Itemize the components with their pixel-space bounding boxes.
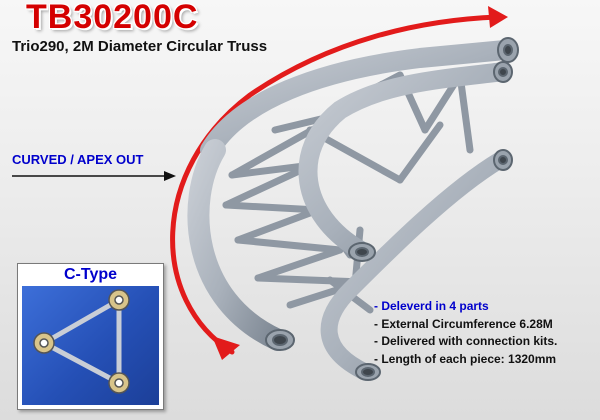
circular-truss-segment xyxy=(187,37,519,381)
spec-item: - Delivered with connection kits. xyxy=(374,334,558,348)
curved-arrow-icon xyxy=(170,6,508,360)
mounting-orientation-label: CURVED / APEX OUT xyxy=(12,152,144,167)
triangle-truss-profile-icon xyxy=(33,289,130,394)
cross-section-title: C-Type xyxy=(63,266,118,283)
product-subtitle: Trio290, 2M Diameter Circular Truss xyxy=(12,38,268,55)
arrow-right-icon xyxy=(12,171,176,181)
cross-section-diagram xyxy=(22,286,159,405)
cross-section-panel: C-Type xyxy=(17,263,164,410)
spec-item: - Length of each piece: 1320mm xyxy=(374,351,557,366)
spec-heading: - Deleverd in 4 parts xyxy=(374,299,489,313)
spec-item: - External Circumference 6.28M xyxy=(374,316,553,331)
product-code: TB30200C xyxy=(26,0,199,36)
spec-list: - Deleverd in 4 parts - External Circumf… xyxy=(374,298,557,368)
